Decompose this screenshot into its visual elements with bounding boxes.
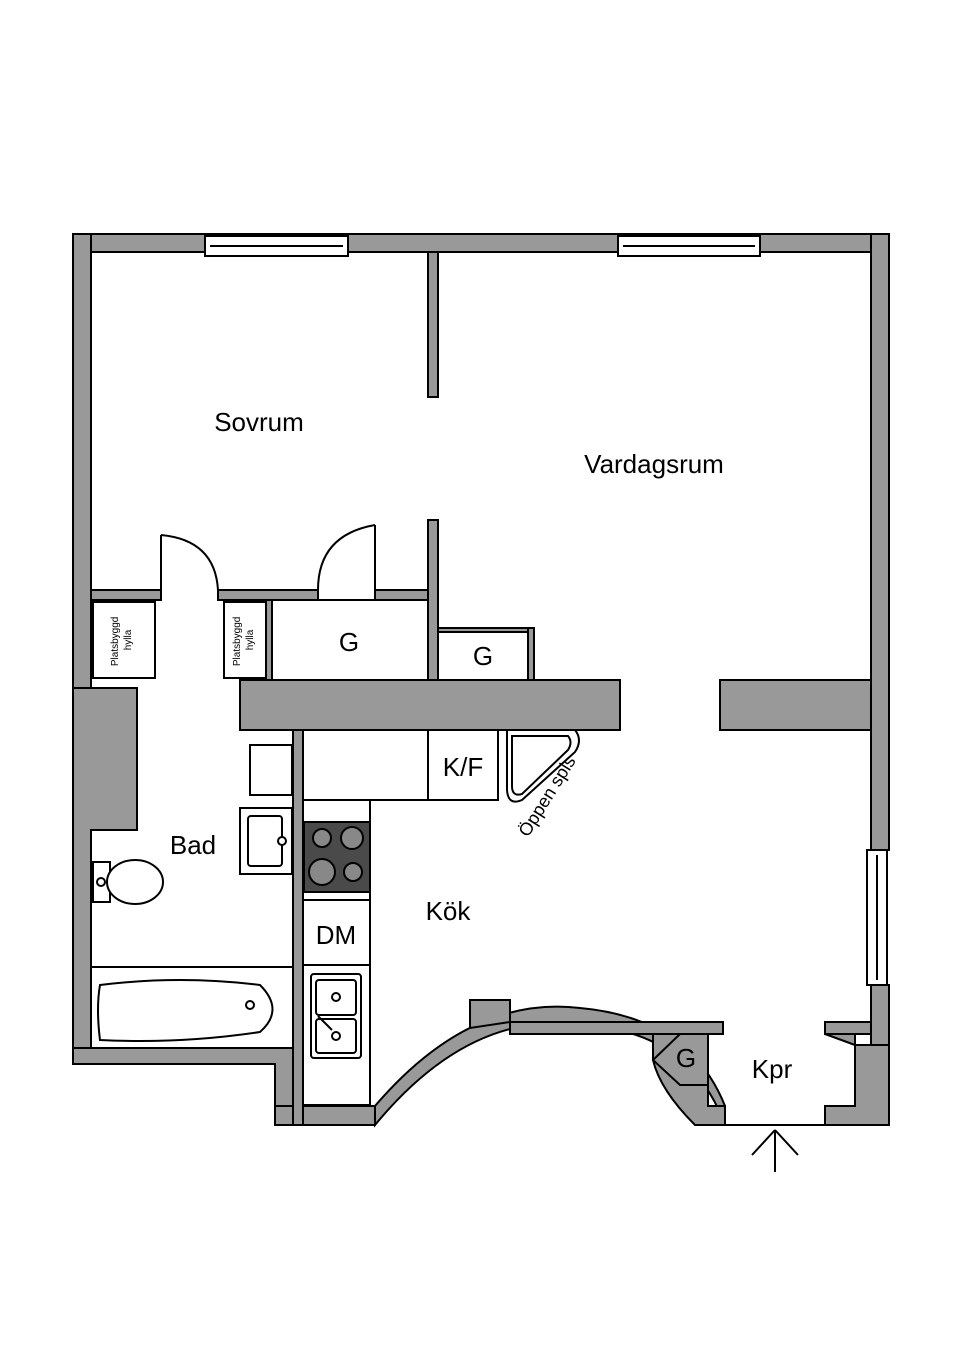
label-kpr: Kpr bbox=[752, 1054, 793, 1084]
windows bbox=[204, 235, 888, 986]
bathroom-fixtures bbox=[90, 744, 294, 1049]
platsbyggd-hylla-2-label: Platsbyggd hylla bbox=[232, 614, 256, 666]
window-kok bbox=[866, 849, 888, 986]
platsbyggd-hylla-1-label: Platsbyggd hylla bbox=[110, 614, 134, 666]
kitchen-sink bbox=[310, 973, 362, 1059]
label-garderob-hall: G bbox=[676, 1043, 696, 1073]
oppen-spis bbox=[506, 729, 580, 803]
garderob-sovrum-outline bbox=[271, 599, 429, 681]
platsbyggd-hylla-1: Platsbyggd hylla bbox=[92, 601, 156, 679]
stove bbox=[303, 821, 371, 893]
label-diskmaskin: DM bbox=[316, 920, 356, 950]
kyl-frys bbox=[427, 729, 499, 801]
entrance-arrow-icon bbox=[751, 1129, 799, 1172]
label-kok: Kök bbox=[426, 896, 472, 926]
platsbyggd-hylla-2: Platsbyggd hylla bbox=[223, 601, 267, 679]
label-vardagsrum: Vardagsrum bbox=[584, 449, 724, 479]
doors bbox=[160, 524, 376, 600]
bath-cabinet bbox=[249, 744, 293, 796]
diskmaskin bbox=[302, 899, 371, 966]
garderob-vardagsrum-outline bbox=[437, 631, 529, 681]
window-sovrum bbox=[204, 235, 349, 257]
label-garderob-sovrum: G bbox=[339, 627, 359, 657]
label-bad: Bad bbox=[170, 830, 216, 860]
walls bbox=[72, 233, 890, 1128]
window-vardagsrum bbox=[617, 235, 761, 257]
label-sovrum: Sovrum bbox=[214, 407, 304, 437]
label-garderob-vardagsrum: G bbox=[473, 641, 493, 671]
kitchen-fixtures bbox=[302, 729, 580, 1106]
toilet bbox=[92, 859, 164, 905]
garderob-hall-outline bbox=[651, 1033, 709, 1086]
bathtub bbox=[90, 966, 294, 1049]
label-kyl-frys: K/F bbox=[443, 752, 483, 782]
washbasin bbox=[239, 807, 293, 875]
